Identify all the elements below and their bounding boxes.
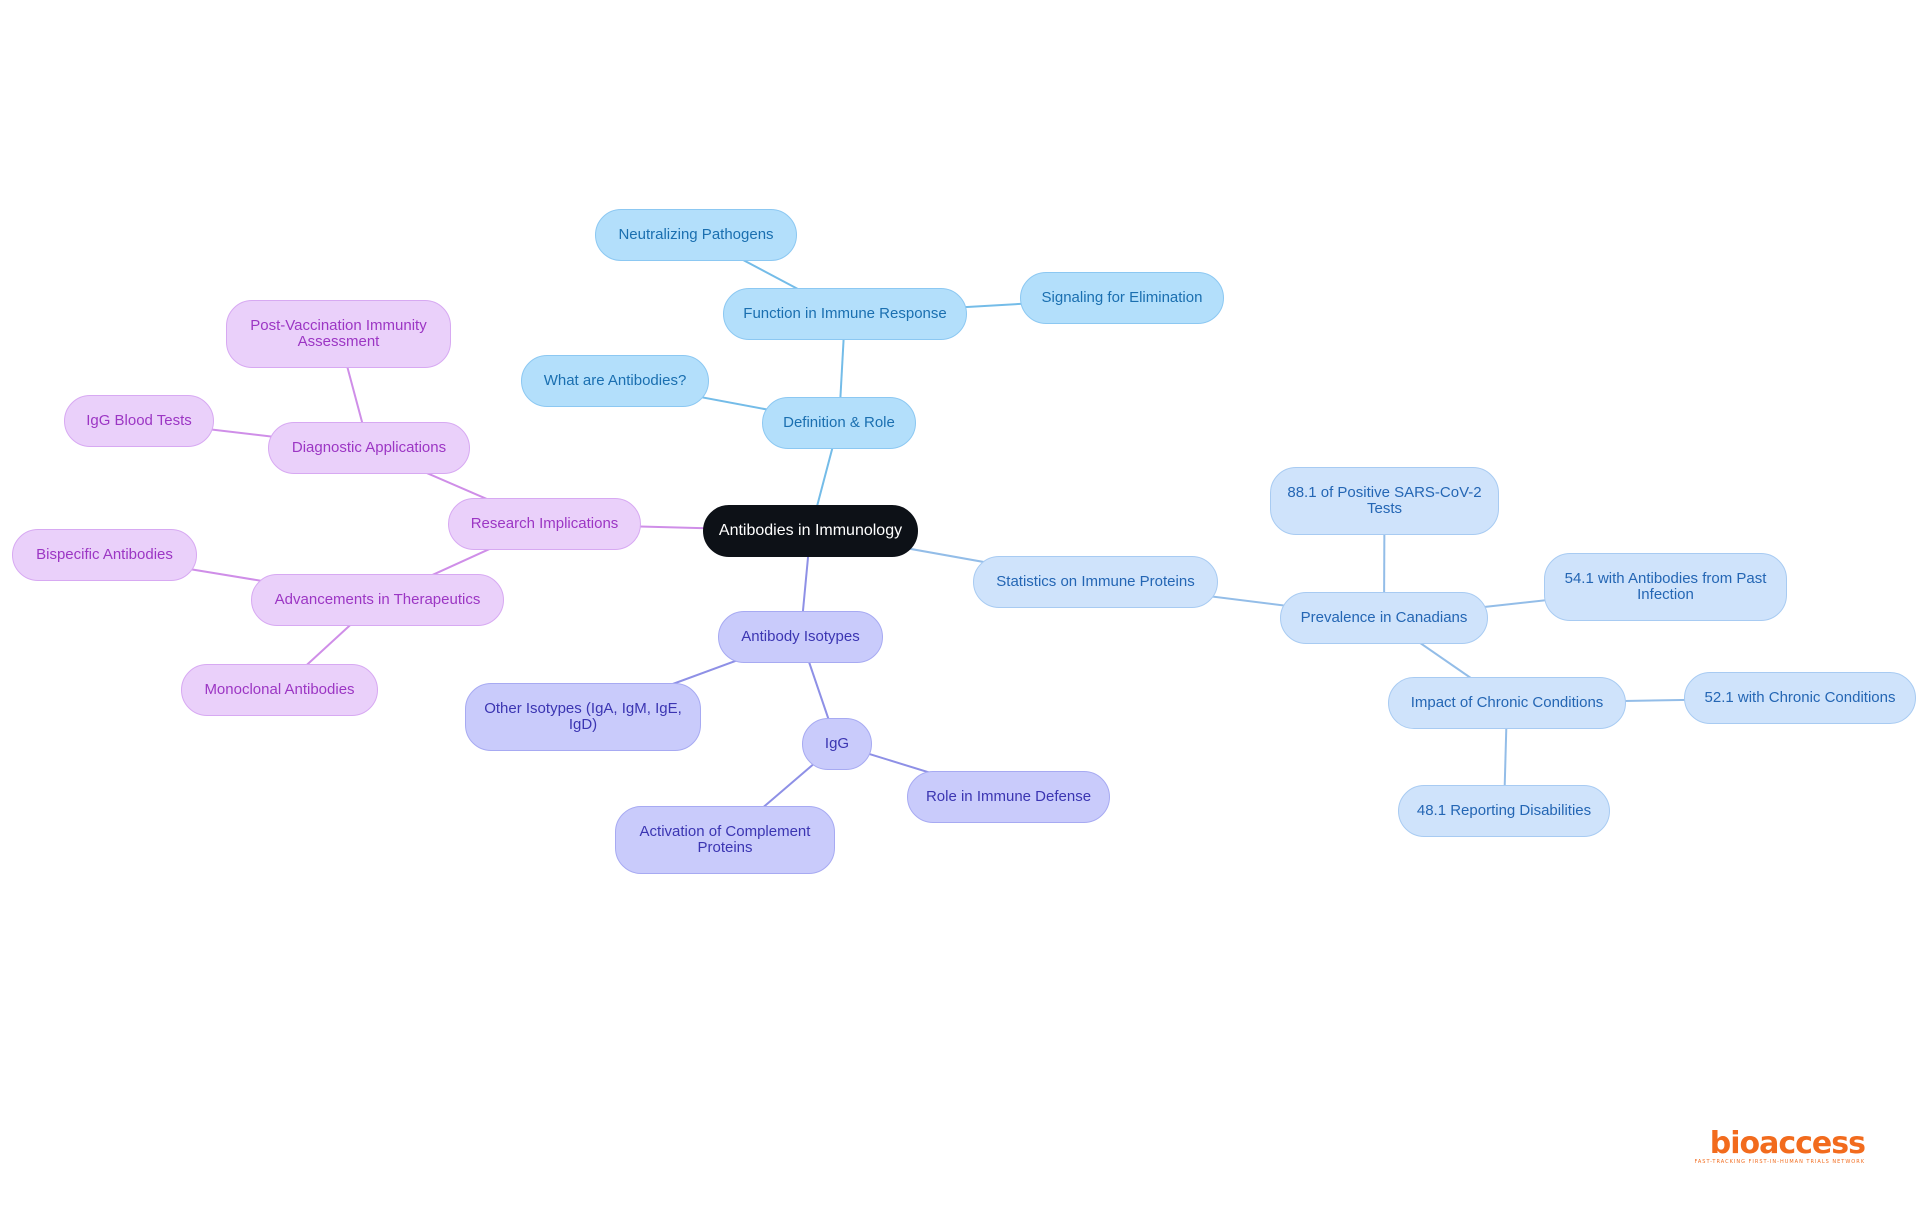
bioaccess-logo: bioaccess FAST-TRACKING FIRST-IN-HUMAN T… bbox=[1694, 1126, 1866, 1166]
node-what-are-antibodies: What are Antibodies? bbox=[521, 355, 709, 407]
node-isotypes: Antibody Isotypes bbox=[718, 611, 883, 663]
node-monoclonal: Monoclonal Antibodies bbox=[181, 664, 378, 716]
node-past-infection: 54.1 with Antibodies from Past Infection bbox=[1544, 553, 1787, 621]
logo-tagline: FAST-TRACKING FIRST-IN-HUMAN TRIALS NETW… bbox=[1694, 1159, 1865, 1165]
logo-wordmark: bioaccess bbox=[1709, 1126, 1866, 1161]
node-neutralizing-pathogens: Neutralizing Pathogens bbox=[595, 209, 797, 261]
node-other-isotypes: Other Isotypes (IgA, IgM, IgE, IgD) bbox=[465, 683, 701, 751]
node-igg: IgG bbox=[802, 718, 872, 770]
node-positive-tests: 88.1 of Positive SARS-CoV-2 Tests bbox=[1270, 467, 1499, 535]
node-igg-blood-tests: IgG Blood Tests bbox=[64, 395, 214, 447]
node-therapeutics: Advancements in Therapeutics bbox=[251, 574, 504, 626]
node-function-immune-response: Function in Immune Response bbox=[723, 288, 967, 340]
node-chronic-impact: Impact of Chronic Conditions bbox=[1388, 677, 1626, 729]
node-immune-defense: Role in Immune Defense bbox=[907, 771, 1110, 823]
node-post-vaccination: Post-Vaccination Immunity Assessment bbox=[226, 300, 451, 368]
node-chronic-conditions: 52.1 with Chronic Conditions bbox=[1684, 672, 1916, 724]
node-diagnostic: Diagnostic Applications bbox=[268, 422, 470, 474]
root-node: Antibodies in Immunology bbox=[703, 505, 918, 557]
node-statistics: Statistics on Immune Proteins bbox=[973, 556, 1218, 608]
node-research: Research Implications bbox=[448, 498, 641, 550]
node-signaling-elimination: Signaling for Elimination bbox=[1020, 272, 1224, 324]
node-bispecific: Bispecific Antibodies bbox=[12, 529, 197, 581]
node-disabilities: 48.1 Reporting Disabilities bbox=[1398, 785, 1610, 837]
node-prevalence: Prevalence in Canadians bbox=[1280, 592, 1488, 644]
node-complement: Activation of Complement Proteins bbox=[615, 806, 835, 874]
node-definition: Definition & Role bbox=[762, 397, 916, 449]
